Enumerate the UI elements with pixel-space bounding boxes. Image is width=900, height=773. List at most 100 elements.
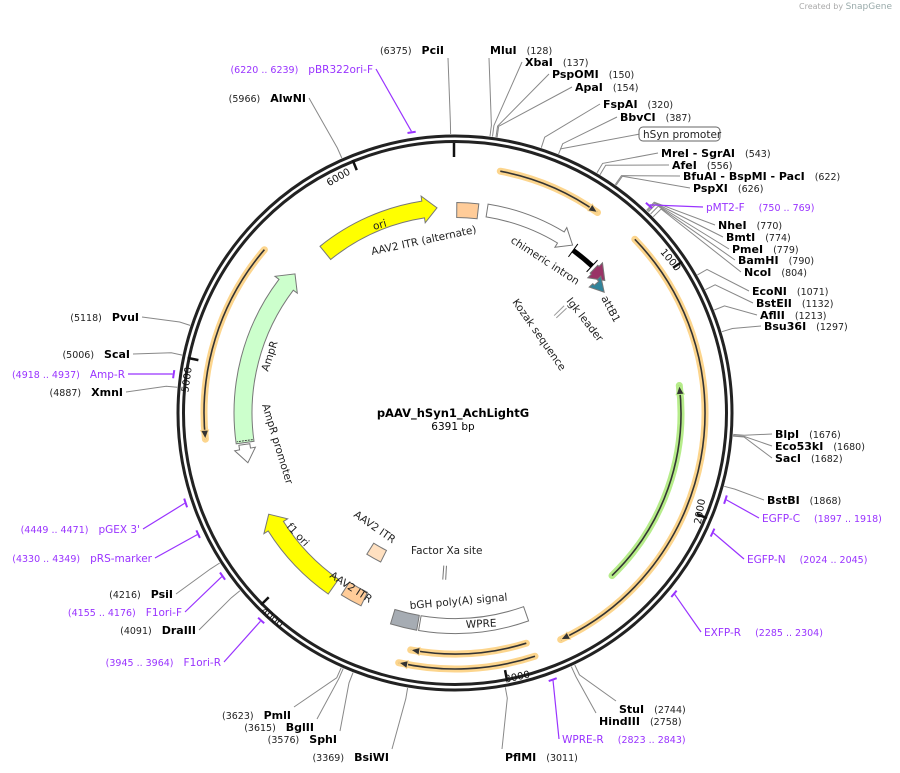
feature-aav2-itr-inner[interactable] [366,542,388,563]
enzyme-site-bmti[interactable]: BmtI(774) [726,231,791,244]
tick-mark [187,356,199,362]
enzyme-site-bsiwi[interactable]: (3369)BsiWI [312,751,389,764]
orf-arrow[interactable] [398,655,536,670]
enzyme-site-bstbi[interactable]: BstBI(1868) [767,494,841,507]
feature-hsyn-promoter[interactable] [485,203,574,248]
enzyme-site-bsu36i[interactable]: Bsu36I(1297) [764,320,848,333]
primer-leader-line [154,534,198,559]
primer-binding-site[interactable] [670,589,678,598]
enzyme-leader-line [339,672,354,732]
enzyme-position: (387) [666,113,692,124]
enzyme-leader-line [495,73,550,138]
feature-f1-ori[interactable] [263,513,340,595]
enzyme-site-pmei[interactable]: PmeI(779) [732,243,799,256]
primer-binding-site[interactable] [407,130,416,134]
orf-arrow[interactable] [203,249,266,440]
primer-pbr322ori-f[interactable]: (6220 .. 6239)pBR322ori-F [230,64,373,76]
primer-binding-site[interactable] [219,571,226,581]
enzyme-leader-line [198,590,241,631]
enzyme-position: (137) [563,58,589,69]
feature-ampr[interactable] [233,273,298,445]
primer-f1ori-f[interactable]: (4155 .. 4176)F1ori-F [68,607,182,619]
feature-ampr-promoter[interactable] [233,443,257,464]
enzyme-site-sphi[interactable]: (3576)SphI [268,733,337,746]
primer-binding-site[interactable] [172,369,176,379]
enzyme-site-pflmi[interactable]: PflMI(3011) [505,751,578,764]
enzyme-site-ncoi[interactable]: NcoI(804) [744,266,807,279]
enzyme-site-bamhi[interactable]: BamHI(790) [738,254,814,267]
primer-egfp-n[interactable]: EGFP-N(2024 .. 2045) [747,554,867,566]
primer-pmt2-f[interactable]: pMT2-F(750 .. 769) [706,202,814,214]
feature-aav2-itr[interactable] [340,581,369,607]
enzyme-position: (1297) [816,322,848,333]
enzyme-site-econi[interactable]: EcoNI(1071) [752,285,828,298]
feature-ori[interactable] [319,194,438,261]
primer-wpre-r[interactable]: WPRE-R(2823 .. 2843) [562,734,686,746]
enzyme-site-apai[interactable]: ApaI(154) [575,81,638,94]
enzyme-position: (5966) [229,94,261,105]
feature-label: Factor Xa site [411,545,482,557]
enzyme-site-bbvci[interactable]: BbvCI(387) [620,111,691,124]
primer-prs-marker[interactable]: (4330 .. 4349)pRS-marker [12,553,152,565]
enzyme-site-draiii[interactable]: (4091)DraIII [120,624,196,637]
enzyme-leader-line [724,485,765,501]
enzyme-site-mrei-sgrai[interactable]: MreI - SgrAI(543) [661,147,771,160]
primer-binding-site[interactable] [548,677,558,683]
enzyme-site-fspai[interactable]: FspAI(320) [603,98,673,111]
feature-factor-xa-site[interactable] [442,565,445,580]
tick-label: 6000 [325,167,353,189]
enzyme-site-pspomi[interactable]: PspOMI(150) [552,68,634,81]
enzyme-site-bsteii[interactable]: BstEII(1132) [756,297,833,310]
feature-factor-xa-site[interactable] [445,565,447,580]
enzyme-site-alwni[interactable]: (5966)AlwNI [229,92,306,105]
feature-igk-leader[interactable] [588,275,605,293]
feature-aav2-itr-alternate[interactable] [456,201,480,220]
enzyme-site-stui[interactable]: StuI(2744) [619,703,686,716]
enzyme-site-hindiii[interactable]: HindIII(2758) [599,715,682,728]
enzyme-site-afei[interactable]: AfeI(556) [672,159,732,172]
enzyme-position: (1676) [809,430,841,441]
enzyme-site-nhei[interactable]: NheI(770) [718,219,782,232]
feature-chimeric-intron[interactable] [571,248,594,268]
feature-kozak-sequence[interactable] [555,307,567,319]
green-orf-arrow[interactable] [611,385,682,577]
primer-exfp-r[interactable]: EXFP-R(2285 .. 2304) [704,627,823,639]
enzyme-site-blpi[interactable]: BlpI(1676) [775,428,841,441]
enzyme-leader-line [540,103,601,148]
primer-pgex-3-[interactable]: (4449 .. 4471)pGEX 3' [21,524,140,536]
features [172,130,728,683]
primer-binding-site[interactable] [723,495,728,505]
primer-f1ori-r[interactable]: (3945 .. 3964)F1ori-R [106,657,221,669]
enzyme-site-pmli[interactable]: (3623)PmlI [222,709,291,722]
enzyme-name: AflII [760,309,785,322]
enzyme-site-saci[interactable]: SacI(1682) [775,452,843,465]
enzyme-site-pcii[interactable]: (6375)PciI [380,44,444,57]
enzyme-site-mlui[interactable]: MluI(128) [490,44,552,57]
feature-bgh-polya-signal[interactable] [389,608,420,631]
primer-amp-r[interactable]: (4918 .. 4937)Amp-R [12,369,125,381]
enzyme-site-bglii[interactable]: (3615)BglII [244,721,314,734]
enzyme-name: BglII [286,721,314,734]
primer-egfp-c[interactable]: EGFP-C(1897 .. 1918) [762,513,882,525]
enzyme-site-pspxi[interactable]: PspXI(626) [693,182,763,195]
orf-arrow[interactable] [560,238,706,641]
enzyme-site-psii[interactable]: (4216)PsiI [109,588,173,601]
primer-binding-site[interactable] [183,498,189,508]
primer-binding-site[interactable] [195,529,201,539]
primer-binding-site[interactable] [645,202,653,210]
enzyme-site-scai[interactable]: (5006)ScaI [62,348,130,361]
primer-name: EGFP-C [762,513,800,525]
enzyme-site-xbai[interactable]: XbaI(137) [525,56,588,69]
enzyme-site-bfuai-bspmi-paci[interactable]: BfuAI - BspMI - PacI(622) [683,170,840,183]
orf-arrow[interactable] [410,642,527,655]
primer-binding-site[interactable] [709,528,716,538]
enzyme-site-pvui[interactable]: (5118)PvuI [70,311,139,324]
enzyme-site-xmni[interactable]: (4887)XmnI [50,386,123,399]
feature-wpre[interactable] [418,606,530,635]
enzyme-leader-line [132,352,183,356]
orf-arrow[interactable] [500,170,598,214]
enzyme-site-eco53ki[interactable]: Eco53kI(1680) [775,440,865,453]
feature-kozak-sequence[interactable] [553,305,565,316]
enzyme-site-aflii[interactable]: AflII(1213) [760,309,826,322]
primer-binding-site[interactable] [257,616,265,625]
